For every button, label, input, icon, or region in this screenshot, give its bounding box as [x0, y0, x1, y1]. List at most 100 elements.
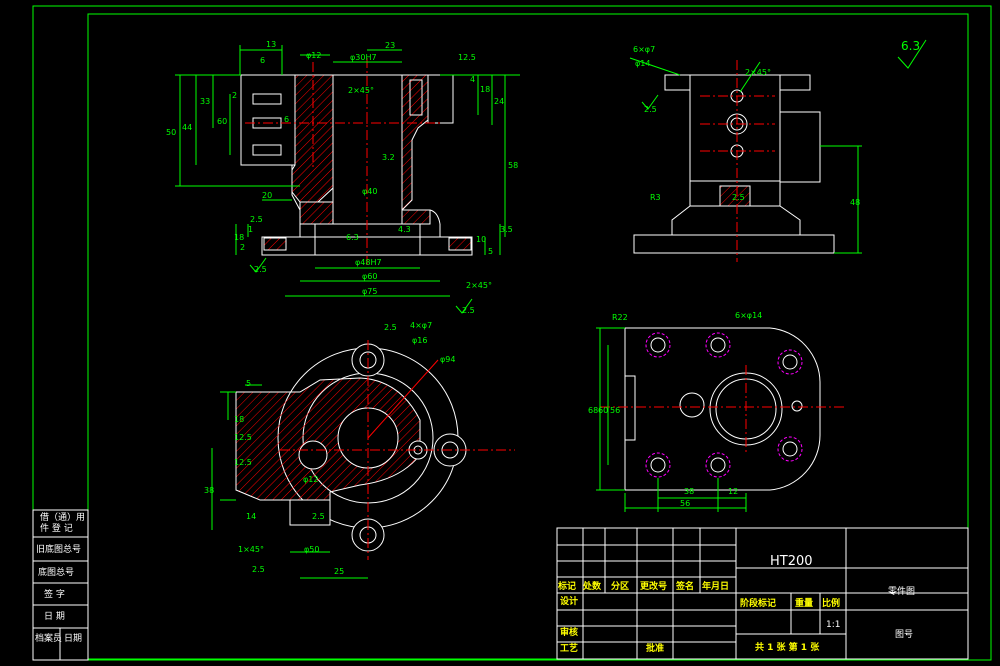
- svg-text:阶段标记: 阶段标记: [740, 597, 776, 609]
- svg-text:处数: 处数: [582, 580, 602, 592]
- svg-text:件 登 记: 件 登 记: [40, 522, 73, 534]
- svg-text:13: 13: [266, 40, 276, 49]
- svg-text:审核: 审核: [560, 626, 578, 638]
- svg-text:2×45°: 2×45°: [348, 86, 374, 95]
- svg-text:20: 20: [262, 191, 272, 200]
- svg-text:60: 60: [217, 117, 227, 126]
- svg-text:1: 1: [248, 225, 253, 234]
- svg-text:φ14: φ14: [635, 59, 650, 68]
- svg-text:工艺: 工艺: [560, 642, 578, 654]
- outer-border: [32, 5, 992, 661]
- svg-text:38: 38: [204, 486, 214, 495]
- svg-text:旧底图总号: 旧底图总号: [36, 543, 81, 555]
- svg-text:2.5: 2.5: [254, 265, 267, 274]
- svg-text:18: 18: [234, 233, 244, 242]
- svg-text:4: 4: [470, 75, 475, 84]
- svg-text:日期: 日期: [64, 633, 82, 644]
- svg-text:6.3: 6.3: [901, 39, 920, 53]
- svg-text:18: 18: [480, 85, 490, 94]
- svg-text:58: 58: [508, 161, 518, 170]
- svg-text:23: 23: [385, 41, 395, 50]
- svg-text:56: 56: [610, 406, 620, 415]
- svg-text:1×45°: 1×45°: [238, 545, 264, 554]
- drawing-number-label: 图号: [895, 629, 913, 640]
- svg-text:年月日: 年月日: [702, 580, 729, 592]
- svg-text:10: 10: [476, 235, 486, 244]
- svg-text:18: 18: [234, 415, 244, 424]
- svg-text:R22: R22: [612, 313, 628, 322]
- svg-text:R3: R3: [650, 193, 661, 202]
- svg-text:标记: 标记: [557, 580, 576, 592]
- svg-text:33: 33: [200, 97, 210, 106]
- svg-text:4×φ7: 4×φ7: [410, 321, 432, 330]
- svg-text:3.2: 3.2: [382, 153, 395, 162]
- svg-text:分区: 分区: [611, 580, 629, 592]
- svg-text:2: 2: [232, 91, 237, 100]
- svg-text:2.5: 2.5: [462, 306, 475, 315]
- front-view: 13 φ12 23 12.5 6 φ30H7 2×45° φ40 3.2 50 …: [166, 40, 520, 315]
- svg-text:2×45°: 2×45°: [466, 281, 492, 290]
- svg-text:共 1 张 第 1 张: 共 1 张 第 1 张: [755, 641, 820, 653]
- svg-text:12.5: 12.5: [458, 53, 476, 62]
- svg-text:6.3: 6.3: [346, 233, 359, 242]
- svg-text:φ75: φ75: [362, 287, 377, 296]
- svg-text:12.5: 12.5: [234, 433, 252, 442]
- svg-text:68: 68: [588, 406, 598, 415]
- svg-text:φ30H7: φ30H7: [350, 53, 377, 62]
- svg-text:60: 60: [598, 406, 608, 415]
- svg-text:6×φ7: 6×φ7: [633, 45, 655, 54]
- svg-text:2: 2: [240, 243, 245, 252]
- svg-text:2.5: 2.5: [252, 565, 265, 574]
- svg-text:借（通）用: 借（通）用: [40, 511, 85, 523]
- svg-text:批准: 批准: [646, 642, 664, 654]
- svg-text:1:1: 1:1: [826, 620, 840, 630]
- svg-text:38: 38: [684, 487, 694, 496]
- svg-text:比例: 比例: [822, 597, 840, 609]
- svg-text:50: 50: [166, 128, 176, 137]
- global-roughness: 6.3: [897, 39, 927, 69]
- svg-text:2.5: 2.5: [312, 512, 325, 521]
- svg-text:φ94: φ94: [440, 355, 455, 364]
- svg-text:φ12: φ12: [306, 51, 321, 60]
- svg-text:φ40: φ40: [362, 187, 377, 196]
- left-registration-strip: [32, 509, 89, 661]
- svg-text:44: 44: [182, 123, 192, 132]
- drawing-name: 零件图: [888, 585, 915, 597]
- svg-text:φ16: φ16: [412, 336, 427, 345]
- side-view: 6×φ7 φ14 2.5 2×45° R3 2.5 48: [629, 45, 862, 262]
- svg-text:2.5: 2.5: [250, 215, 263, 224]
- svg-text:6: 6: [260, 56, 265, 65]
- svg-text:25: 25: [334, 567, 344, 576]
- svg-text:档案员: 档案员: [35, 632, 62, 644]
- svg-text:更改号: 更改号: [640, 580, 667, 592]
- svg-text:4.3: 4.3: [398, 225, 411, 234]
- svg-text:φ60: φ60: [362, 272, 377, 281]
- svg-text:12: 12: [728, 487, 738, 496]
- svg-text:2.5: 2.5: [384, 323, 397, 332]
- svg-text:签 字: 签 字: [44, 588, 65, 600]
- svg-text:6×φ14: 6×φ14: [735, 311, 762, 320]
- svg-text:日 期: 日 期: [44, 611, 65, 622]
- svg-text:12.5: 12.5: [234, 458, 252, 467]
- material-label: HT200: [770, 554, 813, 569]
- svg-text:φ48H7: φ48H7: [355, 258, 382, 267]
- svg-text:56: 56: [680, 499, 690, 508]
- svg-text:φ12: φ12: [303, 475, 318, 484]
- inner-border: [87, 13, 969, 660]
- svg-text:底图总号: 底图总号: [38, 566, 74, 578]
- svg-text:设计: 设计: [560, 595, 578, 607]
- svg-text:2×45°: 2×45°: [745, 68, 771, 77]
- svg-text:5: 5: [488, 247, 493, 256]
- svg-text:6: 6: [284, 115, 289, 124]
- svg-text:3.5: 3.5: [500, 225, 513, 234]
- svg-text:5: 5: [246, 379, 251, 388]
- svg-text:24: 24: [494, 97, 504, 106]
- svg-text:重量: 重量: [795, 597, 813, 609]
- svg-text:2.5: 2.5: [644, 105, 657, 114]
- svg-text:签名: 签名: [675, 580, 694, 592]
- svg-text:2.5: 2.5: [732, 193, 745, 202]
- bottom-right-view: R22 6×φ14 68 56 60 38 12 56: [588, 311, 845, 512]
- svg-text:14: 14: [246, 512, 256, 521]
